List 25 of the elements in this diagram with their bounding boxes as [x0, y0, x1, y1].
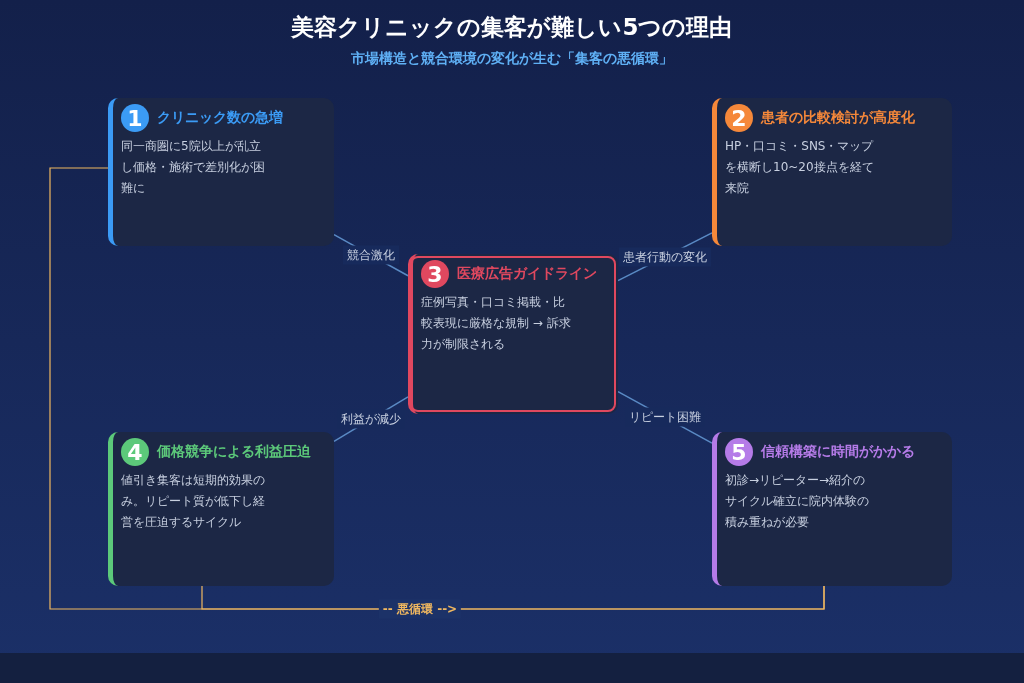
number-badge: 4	[121, 438, 149, 466]
card-description: 同一商圏に5院以上が乱立し価格・施術で差別化が困難に	[121, 138, 266, 197]
edge-label: 競合激化	[343, 245, 399, 265]
number-badge: 5	[725, 438, 753, 466]
card-heading: 価格競争による利益圧迫	[157, 443, 311, 461]
card-description: 症例写真・口コミ掲載・比較表現に厳格な規制 → 訴求力が制限される	[421, 294, 571, 353]
card-heading: 信頼構築に時間がかかる	[761, 443, 915, 461]
number-badge: 3	[421, 260, 449, 288]
card-heading: 患者の比較検討が高度化	[761, 109, 915, 127]
reason-card	[712, 98, 952, 246]
number-badge: 2	[725, 104, 753, 132]
edge-label: 患者行動の変化	[619, 247, 711, 267]
title: 美容クリニックの集客が難しい5つの理由	[290, 13, 734, 42]
card-heading: クリニック数の急増	[157, 109, 283, 127]
card-description: 値引き集客は短期的効果のみ。リピート質が低下し経営を圧迫するサイクル	[121, 472, 266, 531]
card-description: 初診→リピーター→紹介のサイクル確立に院内体験の積み重ねが必要	[725, 472, 870, 531]
reason-card	[108, 98, 334, 246]
card-heading: 医療広告ガイドライン	[457, 265, 597, 283]
reason-card	[712, 432, 952, 586]
card-description: HP・口コミ・SNS・マップを横断し10~20接点を経て来院	[725, 138, 875, 197]
reason-card	[408, 254, 618, 414]
subtitle: 市場構造と競合環境の変化が生む「集客の悪循環」	[350, 50, 674, 68]
reason-card	[108, 432, 334, 586]
number-badge: 1	[121, 104, 149, 132]
edge-label: -- 悪循環 -->	[378, 599, 462, 619]
